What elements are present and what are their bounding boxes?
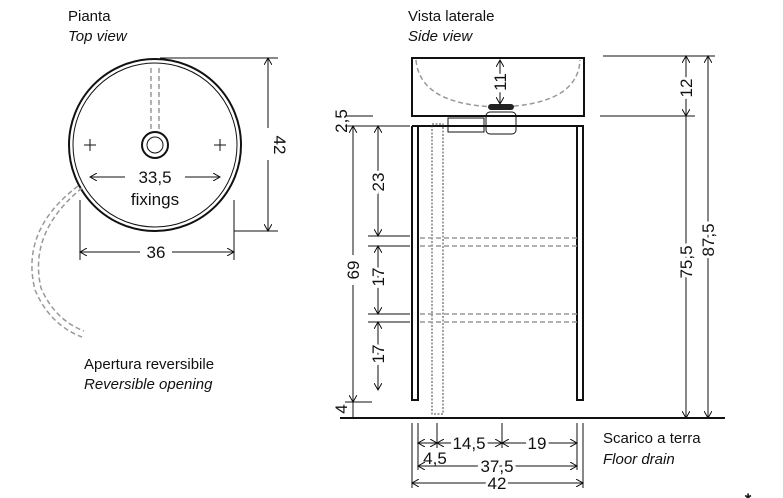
opening-label-it: Apertura reversibile [84,356,214,373]
dim-basin-height: 12 [677,79,696,98]
dim-fixings: 33,5 [138,168,171,187]
fixing-marks [84,139,226,151]
dim-top-thickness: 2,5 [332,109,351,133]
drain-hole [141,131,169,159]
dim-foot: 4 [332,404,351,413]
dim-lower: 17 [369,345,388,364]
dim-mid: 17 [369,268,388,287]
drain-label-en: Floor drain [603,451,675,468]
dim-height: 42 [270,136,289,155]
flexible-hose [431,123,444,415]
top-view-title-it: Pianta [68,8,111,25]
dim-inner-width: 37,5 [480,457,513,476]
siphon [485,111,517,135]
dim-total-height: 87,5 [699,223,718,256]
side-view-title-it: Vista laterale [408,8,494,25]
dim-drain-offset: 14,5 [452,434,485,453]
basin-inner-outline [72,62,238,228]
drain-label-it: Scarico a terra [603,430,701,447]
top-view-title-en: Top view [68,28,128,45]
dim-width: 36 [147,243,166,262]
door-opening-arc [31,185,83,338]
dim-height-to-top: 75,5 [677,245,696,278]
dim-drain-to-side: 19 [528,434,547,453]
extension-lines [600,55,715,117]
fixings-label: fixings [131,190,179,209]
door-opening-arc-inner [37,187,85,332]
basin [411,57,585,117]
dim-width: 42 [488,474,507,493]
basin-outline [68,58,242,232]
dim-hose-offset: 4,5 [423,449,447,468]
cabinet-sides [411,126,584,401]
dim-cabinet-height: 69 [344,261,363,280]
top-view: Pianta Top view 33,5 fixings 36 42 Apert… [31,8,289,393]
side-view-title-en: Side view [408,28,473,45]
hose-hidden [150,68,160,131]
drain-plug [488,104,514,110]
asterisk: * [745,490,752,498]
side-view: Vista laterale Side view 2,5 69 4 23 17 … [332,8,752,498]
opening-label-en: Reversible opening [84,376,213,393]
dim-basin-depth: 11 [491,73,510,91]
drain-hole-inner [146,136,164,154]
dim-upper: 23 [369,173,388,192]
shelves-hidden [420,237,578,323]
